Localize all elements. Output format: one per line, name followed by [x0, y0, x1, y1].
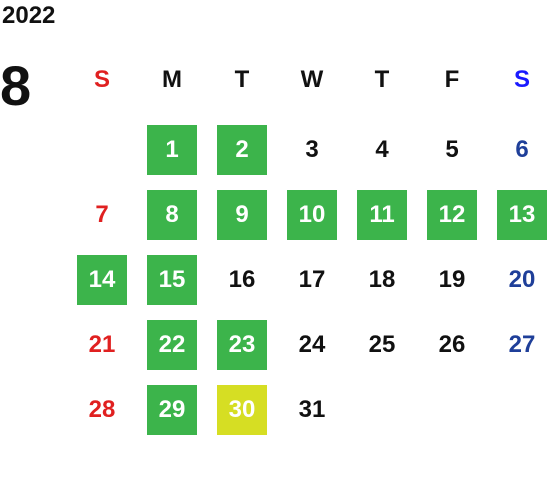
day-cell-25[interactable]: 25	[368, 331, 396, 358]
day-cell-21[interactable]: 21	[88, 331, 116, 358]
day-cell-9[interactable]: 9	[217, 190, 267, 240]
day-cell-3[interactable]: 3	[305, 136, 319, 163]
day-cell-20[interactable]: 20	[508, 266, 536, 293]
day-cell-17[interactable]: 17	[298, 266, 326, 293]
day-cell-15[interactable]: 15	[147, 255, 197, 305]
month-label: 8	[0, 54, 32, 117]
day-cell-29[interactable]: 29	[147, 385, 197, 435]
day-cell-7[interactable]: 7	[95, 201, 109, 228]
weekday-header-sun: S	[93, 66, 110, 93]
year-label: 2022	[2, 2, 56, 29]
weekday-header-wed: W	[300, 66, 324, 93]
day-cell-28[interactable]: 28	[88, 396, 116, 423]
day-cell-23[interactable]: 23	[217, 320, 267, 370]
weekday-header-sat: S	[513, 66, 530, 93]
day-cell-22[interactable]: 22	[147, 320, 197, 370]
weekday-header-tue: T	[234, 66, 250, 93]
day-cell-19[interactable]: 19	[438, 266, 466, 293]
weekday-header-fri: F	[444, 66, 460, 93]
day-cell-30[interactable]: 30	[217, 385, 267, 435]
day-cell-18[interactable]: 18	[368, 266, 396, 293]
day-cell-2[interactable]: 2	[217, 125, 267, 175]
day-cell-5[interactable]: 5	[445, 136, 459, 163]
day-cell-14[interactable]: 14	[77, 255, 127, 305]
weekday-header-thu: T	[374, 66, 390, 93]
day-cell-24[interactable]: 24	[298, 331, 326, 358]
day-cell-4[interactable]: 4	[375, 136, 389, 163]
day-cell-6[interactable]: 6	[515, 136, 529, 163]
weekday-header-mon: M	[162, 66, 182, 93]
day-cell-8[interactable]: 8	[147, 190, 197, 240]
day-cell-27[interactable]: 27	[508, 331, 536, 358]
day-cell-16[interactable]: 16	[228, 266, 256, 293]
day-cell-12[interactable]: 12	[427, 190, 477, 240]
day-cell-31[interactable]: 31	[298, 396, 326, 423]
day-cell-1[interactable]: 1	[147, 125, 197, 175]
day-cell-11[interactable]: 11	[357, 190, 407, 240]
day-cell-26[interactable]: 26	[438, 331, 466, 358]
day-cell-10[interactable]: 10	[287, 190, 337, 240]
day-cell-13[interactable]: 13	[497, 190, 547, 240]
